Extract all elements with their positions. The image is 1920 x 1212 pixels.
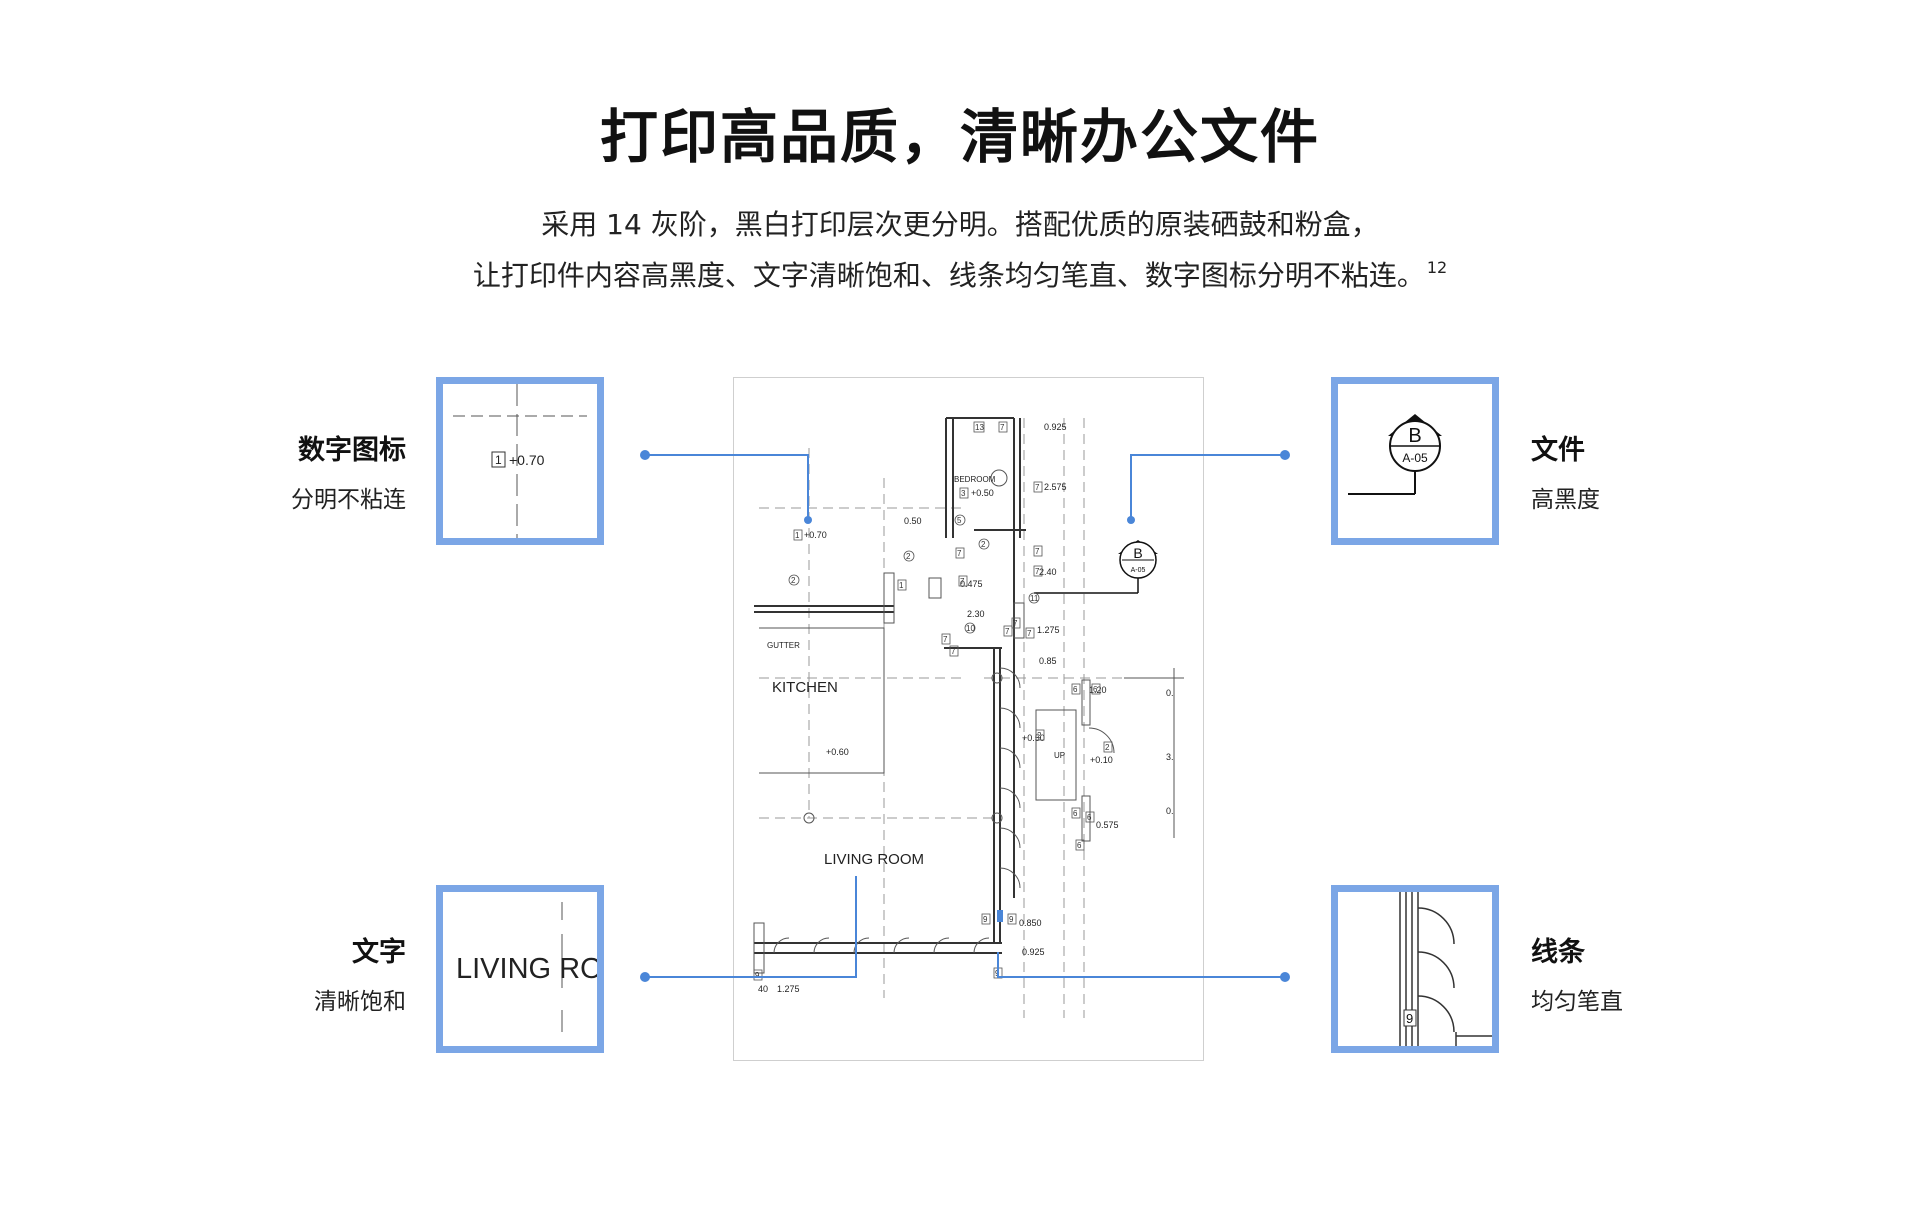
- plan-tag: 6: [1073, 685, 1078, 694]
- plan-tag: 7: [1035, 483, 1040, 492]
- plan-tag: 9: [1009, 915, 1014, 924]
- plan-tag: 11: [1030, 594, 1039, 603]
- plan-dim: 0.50: [904, 516, 922, 526]
- plan-tag: 3: [961, 489, 966, 498]
- plan-tag: 6: [1073, 809, 1078, 818]
- zoom-line-tag: 9: [1406, 1011, 1413, 1026]
- plan-tag: 7: [1000, 423, 1005, 432]
- plan-dim: 3.: [1166, 752, 1174, 762]
- plan-dim: 1.275: [1037, 625, 1060, 635]
- plan-tag: 9: [983, 915, 988, 924]
- plan-tag: 2: [906, 552, 911, 561]
- callout-desc-file: 高黑度: [1531, 487, 1600, 513]
- plan-tag: 7: [957, 549, 962, 558]
- plan-tag: 2: [791, 576, 796, 585]
- plan-dim: 0.: [1166, 688, 1174, 698]
- plan-tag: 1: [795, 531, 800, 540]
- plan-tag: 7: [951, 647, 956, 656]
- plan-tag: 2: [1105, 743, 1110, 752]
- plan-tag: 7: [1027, 629, 1032, 638]
- plan-section-ref: A-05: [1131, 567, 1146, 574]
- subtitle-line-1: 采用 14 灰阶，黑白打印层次更分明。搭配优质的原装硒鼓和粉盒，: [541, 208, 1379, 241]
- plan-tag: 13: [975, 423, 984, 432]
- zoom-section-letter: B: [1408, 425, 1421, 447]
- plan-tag: 7: [1035, 547, 1040, 556]
- plan-dim: 1.20: [1089, 685, 1107, 695]
- plan-dim: 0.925: [1044, 422, 1067, 432]
- plan-dim: 0.575: [1096, 820, 1119, 830]
- zoom-level-value: +0.70: [509, 452, 545, 468]
- plan-kitchen-label: KITCHEN: [772, 679, 838, 696]
- plan-gutter-label: GUTTER: [767, 641, 800, 650]
- plan-dim: 2.575: [1044, 482, 1067, 492]
- plan-section-letter: B: [1133, 545, 1142, 561]
- callout-desc-digits: 分明不粘连: [291, 487, 406, 513]
- plan-tag: 10: [966, 624, 975, 633]
- plan-dim: 2.30: [967, 609, 985, 619]
- zoom-box-section-mark: B A-05: [1331, 377, 1499, 545]
- plan-dim: +0.10: [1090, 755, 1113, 765]
- plan-dim: 2.40: [1039, 567, 1057, 577]
- callout-title-text: 文字: [352, 937, 406, 968]
- plan-dim: 0.: [1166, 806, 1174, 816]
- zoom-box-lines: 9: [1331, 885, 1499, 1053]
- plan-dim: 0.850: [1019, 918, 1042, 928]
- callout-title-lines: 线条: [1531, 937, 1585, 968]
- plan-dim: +0.50: [1022, 733, 1045, 743]
- plan-tag: 6: [1087, 813, 1092, 822]
- plan-dim: 1.275: [777, 984, 800, 994]
- plan-dim: 0.475: [960, 579, 983, 589]
- page-title: 打印高品质，清晰办公文件: [599, 103, 1320, 171]
- plan-dim: 0.85: [1039, 656, 1057, 666]
- plan-tag: 5: [957, 516, 962, 525]
- plan-living-label: LIVING ROOM: [824, 851, 924, 868]
- plan-tag: 2: [1037, 731, 1042, 740]
- plan-up-label: UP: [1054, 751, 1065, 760]
- callout-desc-text: 清晰饱和: [314, 989, 406, 1015]
- plan-tag: 6: [1077, 841, 1082, 850]
- footnote-marker: 12: [1426, 258, 1448, 277]
- zoom-level-tag: 1: [495, 453, 502, 467]
- plan-dim: 0.925: [1022, 947, 1045, 957]
- plan-tag: 7: [1035, 567, 1040, 576]
- zoom-living-text: LIVING RO: [456, 953, 597, 985]
- zoom-box-text: LIVING RO: [436, 885, 604, 1053]
- plan-tag: 9: [755, 971, 760, 980]
- plan-tag: 7: [1005, 627, 1010, 636]
- plan-dim: +0.60: [826, 747, 849, 757]
- plan-dim: 40: [758, 984, 768, 994]
- callout-desc-lines: 均匀笔直: [1531, 989, 1623, 1015]
- plan-bedroom-label: BEDROOM: [954, 475, 996, 484]
- plan-tag: 7: [943, 635, 948, 644]
- plan-tag: 6: [1093, 685, 1098, 694]
- callout-title-file: 文件: [1531, 435, 1585, 466]
- floor-plan-drawing: B A-05 KITCHEN LIVING ROOM BEDROOM GUTTE…: [733, 377, 1204, 1061]
- plan-tag: 7: [1013, 619, 1018, 628]
- zoom-box-digits: 1 +0.70: [436, 377, 604, 545]
- plan-dim: +0.50: [971, 488, 994, 498]
- zoom-section-ref: A-05: [1402, 451, 1428, 465]
- floor-plan-svg: B A-05 KITCHEN LIVING ROOM BEDROOM GUTTE…: [753, 417, 1184, 1018]
- callout-title-digits: 数字图标: [298, 435, 406, 466]
- plan-tag: 2: [981, 540, 986, 549]
- plan-tag: 7: [960, 577, 965, 586]
- plan-tag: 1: [899, 581, 904, 590]
- subtitle-line-2: 让打印件内容高黑度、文字清晰饱和、线条均匀笔直、数字图标分明不粘连。12: [472, 258, 1448, 292]
- plan-dim: +0.70: [804, 530, 827, 540]
